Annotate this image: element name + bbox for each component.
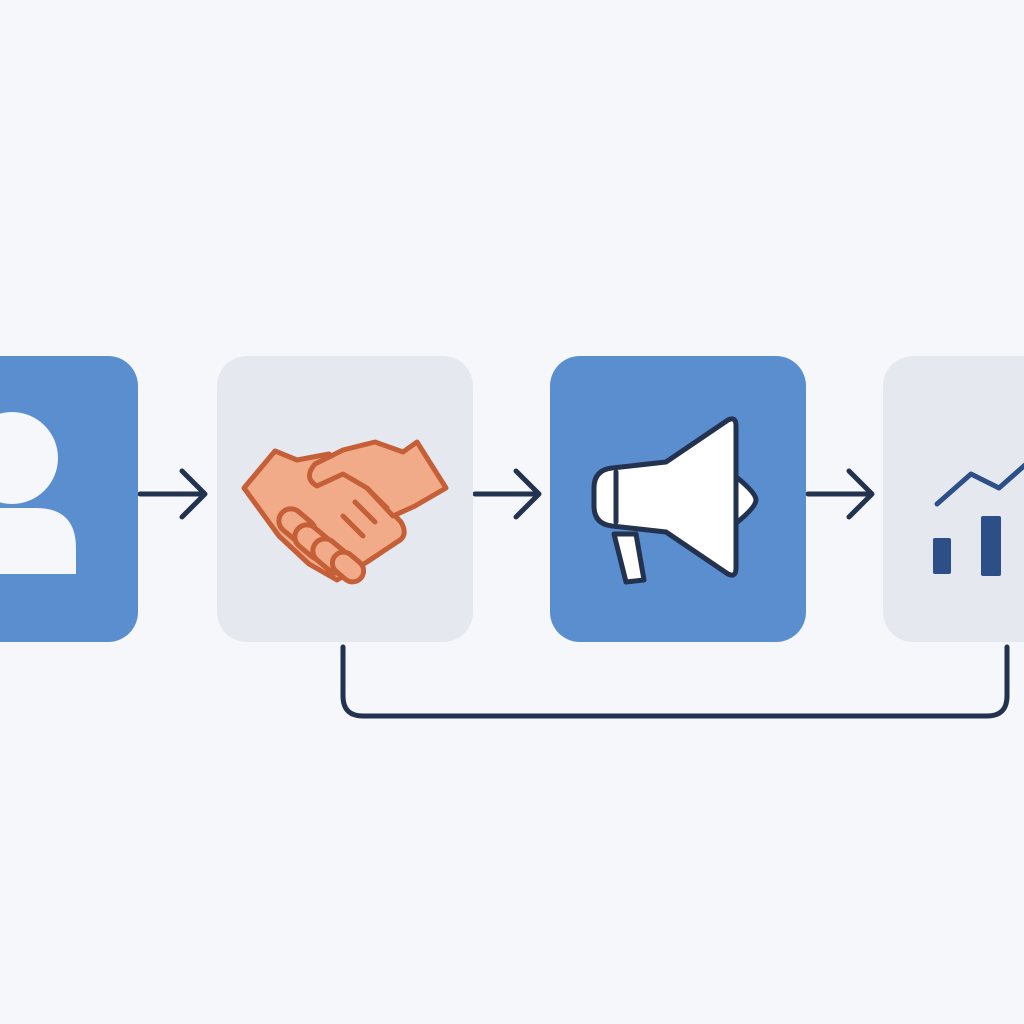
growth-chart-icon (933, 462, 1024, 576)
arrow-handshake-to-megaphone (472, 468, 542, 520)
handshake-icon (241, 439, 449, 585)
person-icon (0, 412, 76, 574)
node-megaphone (550, 356, 806, 642)
loop-line-handshake-to-growth (340, 644, 1010, 719)
arrow-person-to-handshake (137, 468, 208, 520)
megaphone-icon (591, 416, 759, 585)
node-growth (883, 356, 1024, 642)
node-handshake (217, 356, 473, 642)
arrow-megaphone-to-growth (805, 468, 875, 520)
node-person (0, 356, 138, 642)
